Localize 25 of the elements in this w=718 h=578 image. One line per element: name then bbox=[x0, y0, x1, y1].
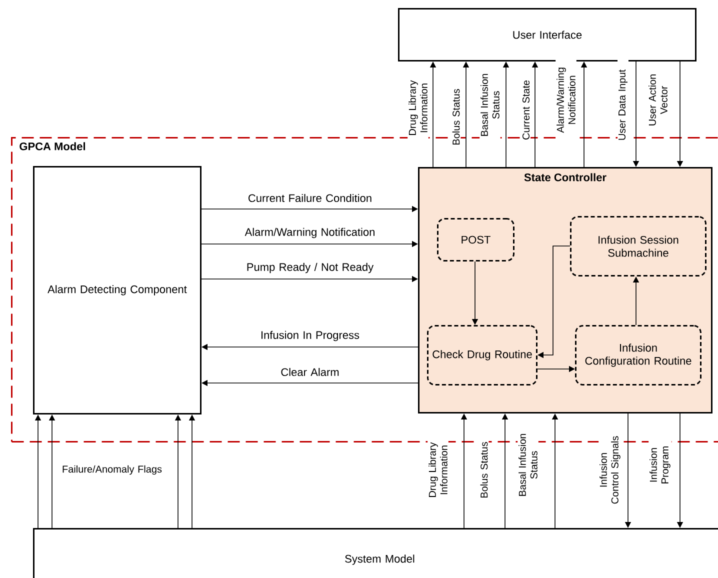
edge-label: Clear Alarm bbox=[281, 368, 339, 376]
edge-label: Infusion Program bbox=[648, 436, 672, 494]
edge-label: Current State bbox=[521, 69, 531, 151]
edge-label: Infusion In Progress bbox=[262, 330, 360, 342]
edge-label: User Action Vector bbox=[648, 69, 668, 131]
state-box: Infusion Configuration Routine bbox=[575, 325, 702, 386]
state-box: Infusion Session Submachine bbox=[570, 216, 706, 276]
edge-label: Drug Library Information bbox=[408, 67, 428, 149]
edge-label: Pump Ready / Not Ready bbox=[247, 262, 374, 274]
flow-label: Failure/Anomaly Flags bbox=[62, 465, 162, 475]
component-box: System Model bbox=[33, 528, 718, 578]
edge-label: Basal Infusion Status bbox=[518, 429, 538, 501]
edge-label: Bolus Status bbox=[451, 76, 461, 158]
component-box: User Interface bbox=[398, 8, 696, 62]
state-box: POST bbox=[437, 218, 514, 262]
component-box: Alarm Detecting Component bbox=[33, 166, 202, 414]
state-box: Check Drug Routine bbox=[427, 325, 538, 386]
edge-label: Bolus Status bbox=[479, 429, 489, 511]
edge-label: Drug Library Information bbox=[428, 429, 448, 511]
edge-label: User Data Input bbox=[618, 59, 628, 151]
edge-label: Alarm/Warning Notification bbox=[244, 228, 374, 238]
edge-label: Current Failure Condition bbox=[248, 194, 372, 202]
edge-label: Infusion Control Signals bbox=[598, 419, 622, 521]
edge-label: Alarm/Warning Notification bbox=[556, 59, 576, 141]
edge-label: Basal Infusion Status bbox=[480, 69, 500, 141]
